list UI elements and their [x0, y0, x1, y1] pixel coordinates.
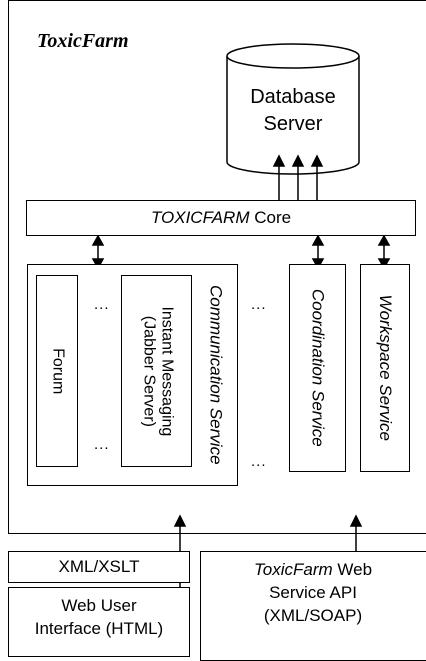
ellipsis-bottom: ...	[94, 436, 110, 453]
workspace-service-box	[360, 264, 410, 472]
web-service-line3: (XML/SOAP)	[263, 606, 363, 625]
im-line2: (Jabber Server)	[139, 315, 157, 427]
ellipsis-top: ...	[94, 296, 110, 313]
workspace-service-label: Workspace Service	[360, 264, 410, 472]
forum-text: Forum	[49, 347, 67, 395]
database-label-line1: Database	[250, 86, 336, 108]
xml-xslt-box	[8, 551, 190, 583]
web-service-prefix: ToxicFarm	[253, 560, 333, 579]
toxicfarm-core-label: TOXICFARM Core	[26, 208, 416, 228]
ellipsis-services-bottom: ...	[251, 453, 267, 470]
toxicfarm-core-box	[26, 200, 416, 236]
instant-messaging-label: Instant Messaging (Jabber Server)	[121, 275, 192, 467]
database-cylinder-body	[226, 56, 360, 175]
forum-box	[36, 275, 78, 467]
database-label-line2: Server	[263, 113, 323, 135]
diagram-lines	[91, 43, 391, 637]
coordination-service-label: Coordination Service	[289, 264, 346, 472]
web-ui-line2: Interface (HTML)	[34, 619, 164, 638]
database-cylinder-top	[226, 43, 360, 69]
instant-messaging-box	[121, 275, 192, 467]
web-ui-line1: Web User	[61, 596, 137, 615]
core-prefix: TOXICFARM	[150, 208, 250, 227]
workspace-service-text: Workspace Service	[375, 294, 395, 442]
web-service-line2: Service API	[269, 583, 357, 602]
communication-service-text: Communication Service	[206, 285, 226, 465]
web-service-suffix: Web	[332, 560, 373, 579]
coordination-service-box	[289, 264, 346, 472]
instant-messaging-text: Instant Messaging (Jabber Server)	[138, 306, 175, 436]
ellipsis-services-top: ...	[251, 296, 267, 313]
toxicfarm-title: ToxicFarm	[37, 30, 129, 52]
communication-service-label: Communication Service	[196, 264, 236, 486]
core-suffix: Core	[249, 208, 292, 227]
forum-label: Forum	[36, 275, 78, 467]
im-line1: Instant Messaging	[157, 306, 175, 436]
xml-xslt-label: XML/XSLT	[58, 557, 140, 576]
coordination-service-text: Coordination Service	[308, 289, 328, 447]
web-service-line1: ToxicFarm Web	[200, 560, 426, 580]
